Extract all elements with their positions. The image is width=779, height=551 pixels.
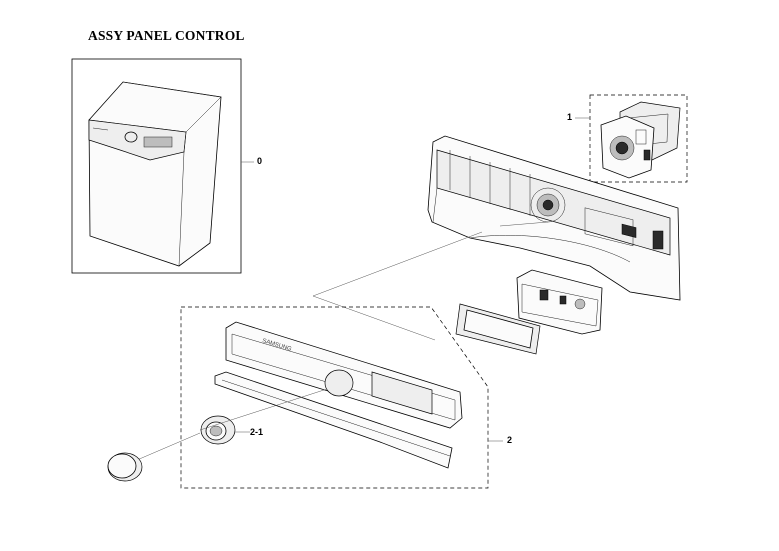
part-1-frame (589, 94, 688, 183)
dryer-cabinet (88, 81, 222, 267)
projection-line-1 (312, 231, 483, 297)
dryer-knob (124, 131, 138, 143)
panel-frame (427, 135, 681, 301)
diagram-title: ASSY PANEL CONTROL (88, 28, 245, 43)
dryer-display (143, 136, 173, 148)
projection-line-2 (312, 295, 436, 341)
display-pcb (516, 269, 603, 335)
part-0-appliance-view (71, 58, 242, 274)
front-panel-knob-hole (324, 369, 354, 397)
front-panel-trim (214, 371, 453, 469)
callout-2: 2 (507, 435, 513, 445)
callout-0: 0 (257, 156, 263, 166)
knob (107, 452, 143, 482)
part-0-frame (71, 58, 242, 274)
pcb-encoder (615, 141, 629, 155)
display-window (455, 303, 541, 355)
part-1-group (589, 94, 688, 183)
callout-2-1: 2-1 (250, 427, 264, 437)
part-2-group: SAMSUNG (180, 306, 489, 489)
front-panel-display-opening (371, 371, 433, 415)
part-2-frame (180, 306, 489, 489)
callout-1: 1 (567, 112, 573, 122)
